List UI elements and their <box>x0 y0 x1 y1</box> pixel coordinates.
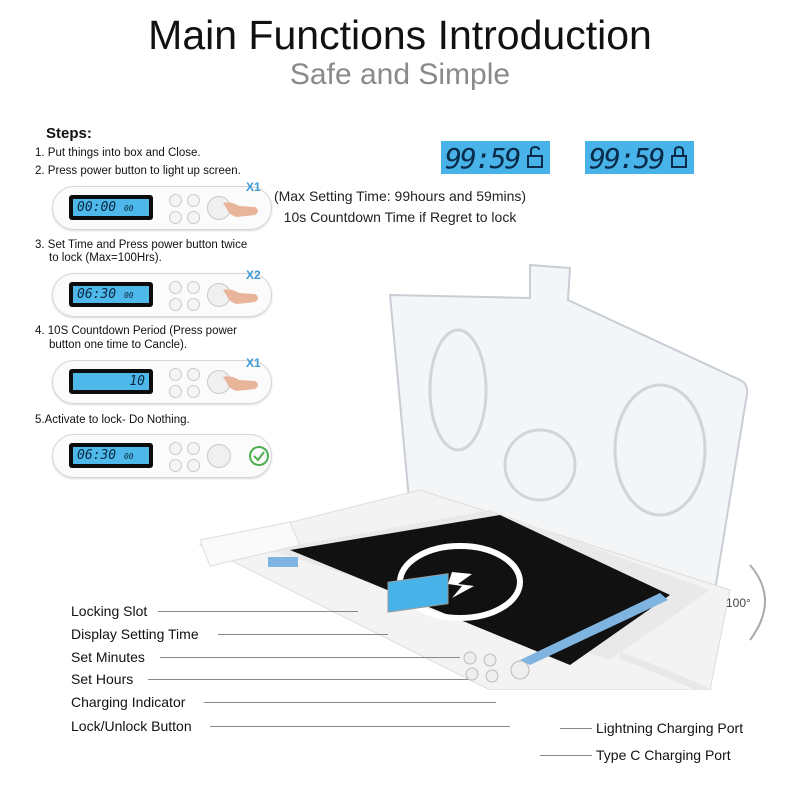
page-title: Main Functions Introduction <box>148 12 652 58</box>
callout-locking-slot: Locking Slot <box>71 603 148 619</box>
callout-set-hours: Set Hours <box>71 671 134 687</box>
power-button <box>207 283 231 307</box>
callout-lock-button: Lock/Unlock Button <box>71 718 192 734</box>
page-subtitle: Safe and Simple <box>289 58 511 91</box>
lock-icon <box>671 145 687 168</box>
step-4-text: 4. 10S Countdown Period (Press power <box>35 325 237 337</box>
step-3-panel: 06:30 00 <box>52 273 272 317</box>
hand-press-icon <box>223 289 258 304</box>
step-5-text: 5.Activate to lock- Do Nothing. <box>35 414 190 426</box>
lcd-locked-example: 99:59 <box>585 141 694 175</box>
hand-press-icon <box>223 376 258 391</box>
callout-typec-port: Type C Charging Port <box>596 747 731 763</box>
step-4-text-cont: button one time to Cancle). <box>49 339 188 351</box>
checkmark-icon <box>249 446 269 466</box>
step-3-text-cont: to lock (Max=100Hrs). <box>49 252 162 264</box>
lock-button <box>207 444 231 468</box>
lid-angle-label: 100° <box>726 596 751 610</box>
step-2-text: 2. Press power button to light up screen… <box>35 165 241 177</box>
step-1-text: 1. Put things into box and Close. <box>35 147 201 159</box>
lcd-display: 06:30 00 <box>69 443 153 468</box>
callout-lightning-port: Lightning Charging Port <box>596 720 744 736</box>
step-2-panel: 00:00 00 <box>52 186 272 230</box>
unlock-icon <box>527 145 543 168</box>
max-time-caption: (Max Setting Time: 99hours and 59mins) <box>273 188 527 204</box>
countdown-caption: 10s Countdown Time if Regret to lock <box>283 209 517 225</box>
device-illustration <box>198 263 766 690</box>
lcd-unlocked-example: 99:59 <box>441 141 550 175</box>
press-count: X2 <box>246 268 261 282</box>
lcd-display: 10 <box>69 369 153 394</box>
callout-set-minutes: Set Minutes <box>71 649 145 665</box>
lcd-display: 00:00 00 <box>69 195 153 220</box>
lcd-display: 06:30 00 <box>69 282 153 307</box>
step-5-panel: 06:30 00 <box>52 434 272 478</box>
callout-charging-indicator: Charging Indicator <box>71 694 186 710</box>
step-4-panel: 10 <box>52 360 272 404</box>
hand-press-icon <box>223 202 258 217</box>
press-count: X1 <box>246 356 261 370</box>
press-count: X1 <box>246 180 261 194</box>
step-3-text: 3. Set Time and Press power button twice <box>35 239 248 251</box>
steps-heading: Steps: <box>46 125 92 142</box>
callout-display-time: Display Setting Time <box>71 626 199 642</box>
